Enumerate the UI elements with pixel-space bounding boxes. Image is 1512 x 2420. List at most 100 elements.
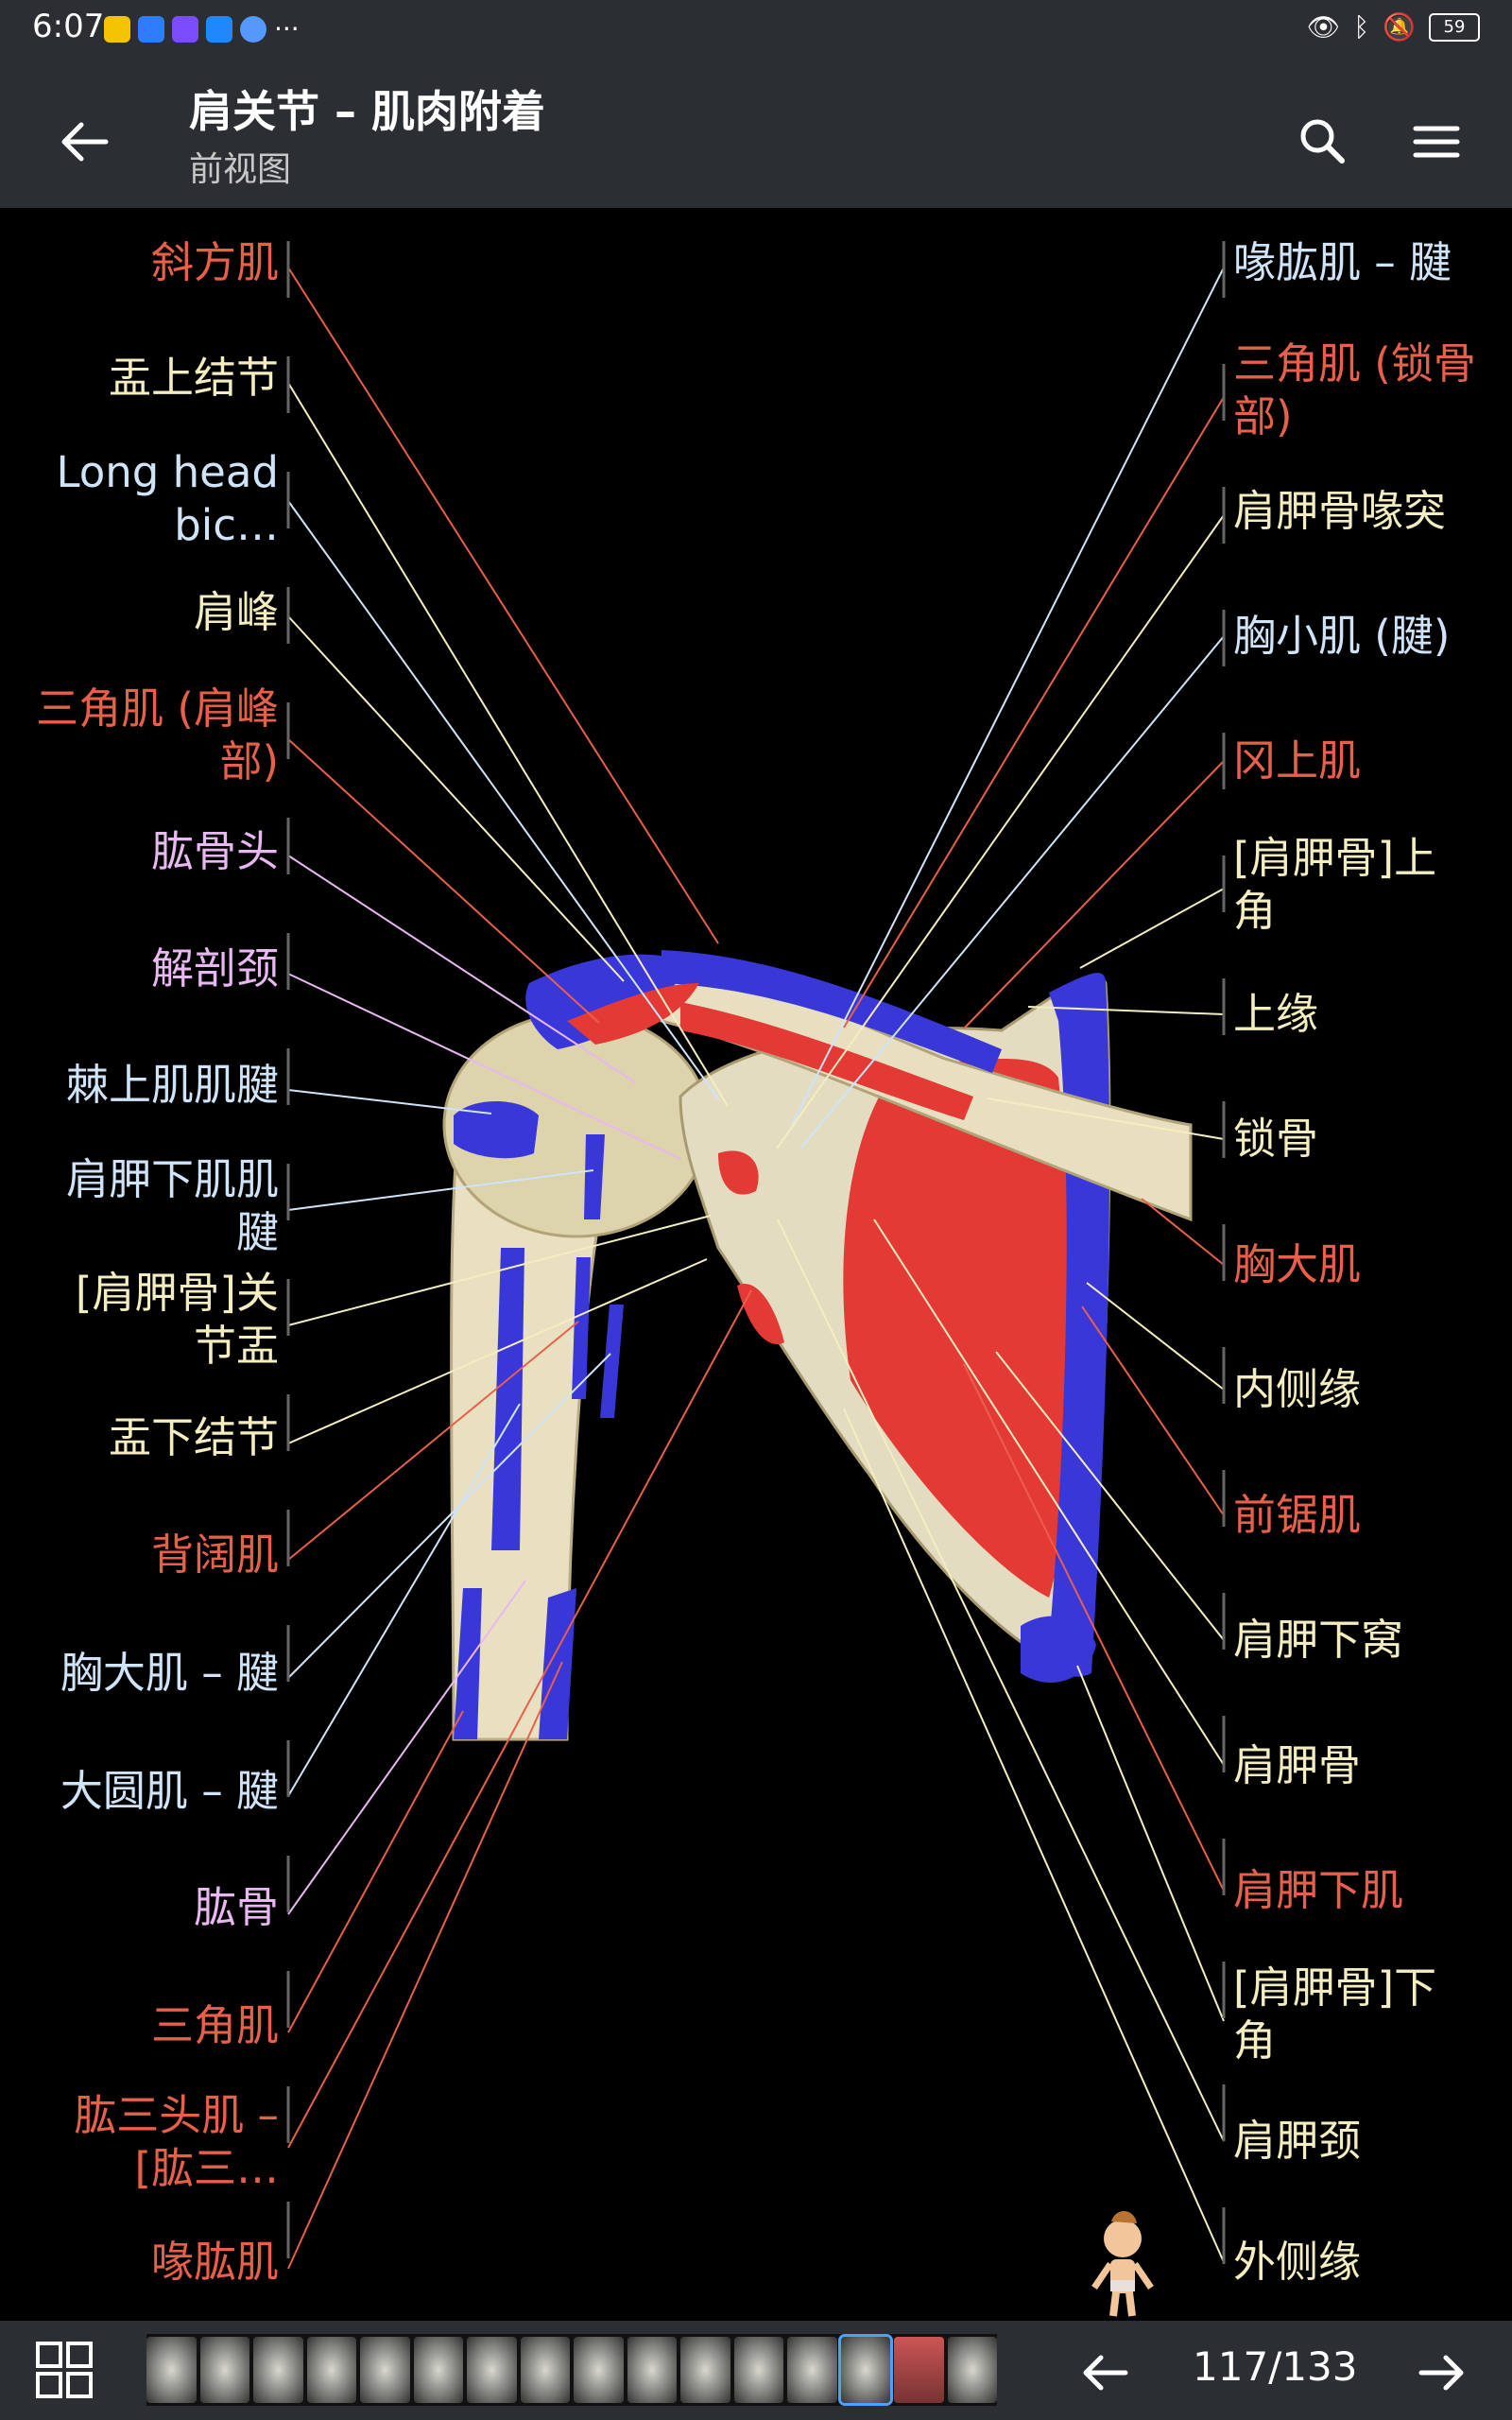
back-button[interactable] [47, 104, 123, 180]
thumbnail-current[interactable] [837, 2334, 893, 2406]
leader-line [287, 973, 681, 1160]
anatomy-label[interactable]: 背阔肌 [150, 1530, 279, 1580]
anatomy-label[interactable]: 三角肌 (肩峰 部) [36, 683, 279, 786]
thumbnail[interactable] [520, 2337, 570, 2403]
leader-line [287, 1169, 594, 1211]
anatomy-label[interactable]: 喙肱肌 [150, 2237, 279, 2287]
anatomy-label[interactable]: 肩峰 [193, 587, 279, 637]
leader-line [287, 500, 719, 1099]
menu-button[interactable] [1399, 104, 1474, 180]
subscapularis-area [843, 1059, 1075, 1598]
leader-line [963, 1363, 1225, 1892]
anatomy-label[interactable]: 内侧缘 [1233, 1364, 1362, 1414]
coracobrachialis-attachment [539, 1588, 576, 1739]
thumbnail[interactable] [253, 2337, 303, 2403]
anatomy-label[interactable]: 肩胛下窝 [1233, 1615, 1404, 1665]
leader-line [287, 1661, 563, 2270]
grid-view-button[interactable] [34, 2340, 94, 2400]
anatomy-label[interactable]: 冈上肌 [1233, 735, 1362, 786]
thumbnail[interactable] [947, 2337, 997, 2403]
acromion-attachment [525, 954, 690, 1049]
anatomy-label[interactable]: 肩胛下肌 [1233, 1865, 1404, 1915]
infraglenoid-attachment [737, 1284, 784, 1344]
leader-line [843, 396, 1225, 1028]
anatomy-label[interactable]: 肱骨头 [150, 826, 279, 876]
thumbnail-strip[interactable] [146, 2334, 997, 2406]
anatomy-label[interactable]: 肩胛下肌肌 腱 [65, 1154, 279, 1257]
anatomy-label[interactable]: [肩胛骨]上 角 [1233, 833, 1437, 936]
thumbnail[interactable] [733, 2337, 783, 2403]
anatomy-label[interactable]: 胸大肌 [1233, 1239, 1362, 1289]
status-indicators: 👁 ᛒ 🔕 59 [1307, 11, 1480, 43]
anatomy-label[interactable]: 解剖颈 [150, 943, 279, 994]
anatomy-label[interactable]: 肩胛颈 [1233, 2116, 1362, 2166]
anatomy-view[interactable]: 斜方肌 盂上结节 Long head bic… 肩峰 三角肌 (肩峰 部) 肱骨… [0, 208, 1512, 2321]
thumbnail[interactable] [680, 2337, 730, 2403]
grid-icon [36, 2342, 93, 2398]
anatomy-label[interactable]: 斜方肌 [150, 237, 279, 287]
anatomy-label[interactable]: 肩胛骨喙突 [1233, 486, 1447, 536]
leader-line [287, 267, 719, 944]
page-subtitle: 前视图 [189, 150, 292, 189]
anatomy-label[interactable]: 盂上结节 [108, 353, 279, 403]
anatomy-label[interactable]: 棘上肌肌腱 [65, 1060, 279, 1110]
thumbnail[interactable] [360, 2337, 410, 2403]
status-more: ··· [274, 13, 300, 44]
anatomy-label[interactable]: 喙肱肌 – 腱 [1233, 237, 1452, 287]
leader-line [791, 267, 1225, 1126]
supraspinatus-attachment [454, 1101, 539, 1159]
anatomy-label[interactable]: 三角肌 (锁骨 部) [1233, 338, 1476, 441]
clavicle-red-attachment [680, 1002, 973, 1120]
page-title: 肩关节 – 肌肉附着 [189, 86, 546, 137]
leader-line [287, 615, 625, 982]
anatomy-label[interactable]: 锁骨 [1233, 1114, 1319, 1164]
bluetooth-icon: ᛒ [1353, 11, 1370, 43]
leader-line [1027, 1006, 1225, 1015]
thumbnail[interactable] [199, 2337, 249, 2403]
anatomy-label[interactable]: 上缘 [1233, 989, 1319, 1039]
shoulder-illustration [286, 241, 1226, 2317]
thumbnail[interactable] [894, 2337, 944, 2403]
app-notification-icon [206, 15, 232, 43]
leader-line [287, 1321, 579, 1561]
left-leader-lines [287, 267, 752, 2270]
next-page-button[interactable] [1408, 2340, 1474, 2406]
status-app-icons: ··· [104, 13, 300, 44]
app-bar: 肩关节 – 肌肉附着 前视图 [0, 57, 1512, 208]
subscapularis-tendon-attachment [584, 1134, 605, 1219]
thumbnail[interactable] [413, 2337, 463, 2403]
thumbnail[interactable] [787, 2337, 837, 2403]
leader-line [287, 1258, 708, 1444]
thumbnail[interactable] [574, 2337, 624, 2403]
leader-line [873, 1219, 1225, 1766]
leader-line [287, 855, 636, 1083]
search-icon [1300, 119, 1345, 164]
leader-line [776, 514, 1225, 1150]
anatomy-label[interactable]: 前锯肌 [1233, 1490, 1362, 1540]
leader-line [1079, 888, 1225, 969]
anatomy-label[interactable]: Long head bic… [56, 447, 279, 550]
thumbnail[interactable] [306, 2337, 356, 2403]
anatomy-label[interactable]: 肱骨 [193, 1882, 279, 1932]
thumbnail[interactable] [627, 2337, 677, 2403]
thumbnail[interactable] [146, 2337, 197, 2403]
anatomy-label[interactable]: 胸小肌 (腱) [1233, 611, 1451, 661]
mute-icon: 🔕 [1383, 11, 1416, 43]
anatomy-label[interactable]: 盂下结节 [108, 1412, 279, 1462]
view-orientation-figure[interactable] [1091, 2210, 1154, 2317]
anatomy-label[interactable]: 外侧缘 [1233, 2237, 1362, 2287]
anatomy-label[interactable]: 肱三头肌 – [肱三… [74, 2090, 279, 2193]
anatomy-label[interactable]: 胸大肌 – 腱 [60, 1648, 279, 1698]
previous-page-button[interactable] [1073, 2340, 1139, 2406]
page-counter: 117/133 [1193, 2343, 1358, 2390]
bottom-nav-bar: 117/133 [0, 2321, 1512, 2420]
anatomy-label[interactable]: [肩胛骨]关 节盂 [75, 1268, 279, 1371]
search-button[interactable] [1285, 104, 1361, 180]
anatomy-label[interactable]: 大圆肌 – 腱 [60, 1766, 279, 1816]
anatomy-label[interactable]: [肩胛骨]下 角 [1233, 1962, 1437, 2066]
thumbnail[interactable] [467, 2337, 517, 2403]
anatomy-label[interactable]: 三角肌 [150, 2000, 279, 2050]
leader-line [287, 1403, 521, 1797]
anatomy-label[interactable]: 肩胛骨 [1233, 1740, 1362, 1790]
leader-line [963, 760, 1225, 1029]
